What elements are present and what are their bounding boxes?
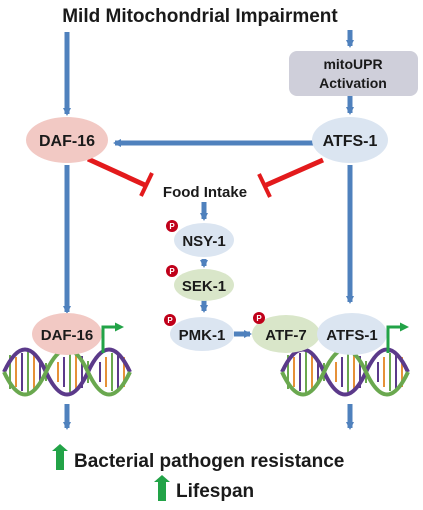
transcription-arrow-right: [386, 322, 409, 353]
atf7-node: ATF-7: [252, 315, 320, 353]
mitoupr-label-line2: Activation: [319, 75, 387, 91]
atfs1-bottom-node: ATFS-1: [317, 313, 387, 355]
phospho-badge-sek1: P: [166, 265, 178, 277]
daf16-top-node: DAF-16: [26, 117, 108, 163]
daf16-bottom-node: DAF-16: [32, 313, 102, 355]
up-arrow-icon: [52, 444, 68, 470]
svg-text:P: P: [167, 316, 173, 325]
title: Mild Mitochondrial Impairment: [62, 6, 338, 27]
atfs1-top-label: ATFS-1: [323, 133, 378, 150]
inhibit-atfs1-food: [262, 157, 325, 189]
mitoupr-label-line1: mitoUPR: [323, 56, 382, 72]
dna-helix-left: [2, 347, 132, 397]
activation-arrows: [63, 30, 354, 430]
mitoupr-activation-box: mitoUPR Activation: [289, 51, 418, 96]
outcome-lifespan: Lifespan: [176, 481, 254, 502]
sek1-label: SEK-1: [182, 278, 226, 295]
phospho-badge-nsy1: P: [166, 220, 178, 232]
nsy1-node: NSY-1: [174, 223, 234, 257]
svg-text:P: P: [169, 267, 175, 276]
phospho-badge-atf7: P: [253, 312, 265, 324]
up-arrow-icon: [154, 475, 170, 501]
svg-text:P: P: [169, 222, 175, 231]
daf16-bottom-label: DAF-16: [41, 327, 94, 344]
transcription-arrows: [101, 322, 409, 353]
transcription-arrow-left: [101, 322, 124, 353]
atfs1-bottom-label: ATFS-1: [326, 327, 377, 344]
atfs1-top-node: ATFS-1: [312, 117, 388, 163]
sek1-node: SEK-1: [174, 269, 234, 301]
dna-helix-right: [280, 347, 410, 397]
food-intake-label: Food Intake: [163, 184, 247, 201]
nsy1-label: NSY-1: [182, 233, 225, 250]
daf16-top-label: DAF-16: [39, 133, 95, 150]
phospho-badge-pmk1: P: [164, 314, 176, 326]
svg-text:P: P: [256, 314, 262, 323]
outcome-pathogen-resistance: Bacterial pathogen resistance: [74, 451, 344, 472]
inhibition-arrows: [86, 156, 325, 198]
pmk1-node: PMK-1: [170, 317, 234, 351]
pmk1-label: PMK-1: [179, 327, 226, 344]
inhibit-daf16-food: [86, 156, 149, 189]
atf7-label: ATF-7: [265, 327, 306, 344]
